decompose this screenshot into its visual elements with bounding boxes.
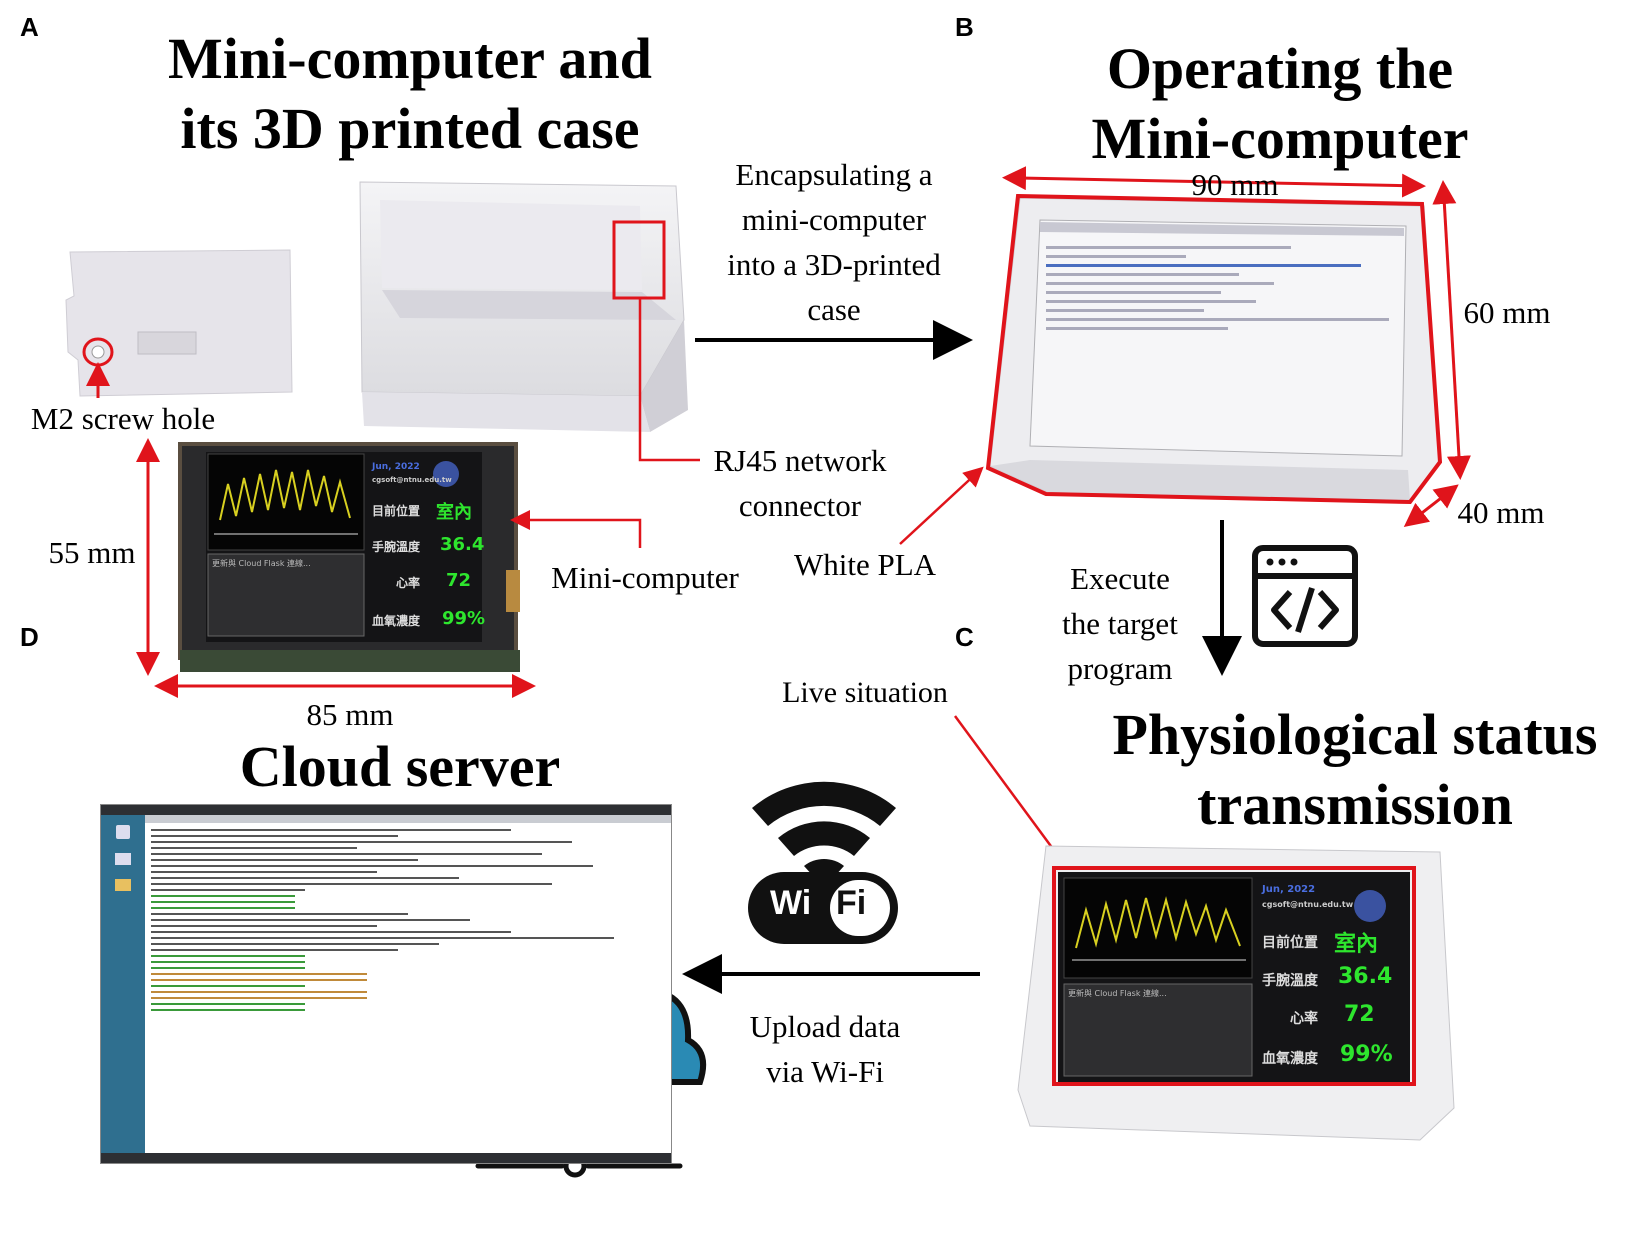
rj45-label-line1: RJ45 network xyxy=(713,443,887,478)
live-row3-value: 72 xyxy=(1344,1002,1375,1027)
board-row1-label: 目前位置 xyxy=(372,504,421,518)
board-row3-label: 心率 xyxy=(396,576,421,590)
live-date: Jun, 2022 xyxy=(1262,884,1316,895)
panel-letter-d: D xyxy=(20,622,39,652)
server-taskbar xyxy=(101,1153,671,1163)
wifi-fi-text: Fi xyxy=(836,884,867,922)
dim-40-label: 40 mm xyxy=(1457,495,1545,530)
panel-letter-a: A xyxy=(20,12,39,42)
live-waveform xyxy=(1075,896,1241,949)
panel-b-title-line2: Mini-computer xyxy=(1091,106,1469,171)
server-top-bar xyxy=(101,805,671,815)
rj45-label: RJ45 network connector xyxy=(690,438,910,528)
live-row4-value: 99% xyxy=(1340,1042,1393,1067)
execute-label: Execute the target program xyxy=(1040,556,1200,691)
live-situation-label: Live situation xyxy=(782,676,948,709)
wifi-icon xyxy=(748,781,898,944)
server-desktop-screenshot xyxy=(100,804,672,1164)
upload-line2: via Wi-Fi xyxy=(766,1054,884,1089)
device-live-photo xyxy=(1017,845,1455,1141)
dim-40-arrow xyxy=(1403,484,1459,528)
panel-b-title: Operating the Mini-computer xyxy=(1000,34,1560,174)
live-row1-label: 目前位置 xyxy=(1262,935,1318,951)
board-row4-value: 99% xyxy=(442,608,486,629)
board-message: 更新與 Cloud Flask 連線... xyxy=(212,559,311,568)
rj45-label-line2: connector xyxy=(738,488,862,523)
panel-d-title: Cloud server xyxy=(239,734,561,799)
board-row3-value: 72 xyxy=(446,570,472,591)
live-row1-value: 室內 xyxy=(1334,932,1379,957)
upload-label: Upload data via Wi-Fi xyxy=(722,1004,928,1094)
mini-computer-photo xyxy=(178,442,520,672)
dim-85-label: 85 mm xyxy=(306,697,394,732)
encapsulate-line1: Encapsulating a xyxy=(735,157,933,192)
panel-a-title-line1: Mini-computer and xyxy=(168,26,652,91)
m2-screw-hole-label: M2 screw hole xyxy=(30,401,216,436)
live-row2-label: 手腕溫度 xyxy=(1262,973,1318,989)
white-pla-label: White PLA xyxy=(793,547,937,582)
white-pla-arrow xyxy=(899,466,984,545)
dim-60-label: 60 mm xyxy=(1463,295,1551,330)
board-row1-value: 室內 xyxy=(436,502,472,523)
board-row4-label: 血氧濃度 xyxy=(372,614,421,628)
panel-c-title-line2: transmission xyxy=(1197,772,1513,837)
execute-line1: Execute xyxy=(1070,561,1170,596)
live-screen-marker xyxy=(1052,866,1416,1086)
mini-computer-leader xyxy=(510,510,642,548)
encapsulate-line3: into a 3D-printed xyxy=(727,247,941,282)
wifi-wi-text: Wi xyxy=(770,884,812,922)
rj45-leader xyxy=(638,298,700,462)
live-row3-label: 心率 xyxy=(1290,1011,1318,1027)
encapsulate-line2: mini-computer xyxy=(741,202,927,237)
board-row2-value: 36.4 xyxy=(440,534,485,555)
dim-90-label: 90 mm xyxy=(1191,167,1279,202)
dim-60-arrow xyxy=(1432,180,1471,480)
panel-a-title: Mini-computer and its 3D printed case xyxy=(130,24,690,164)
encapsulate-line4: case xyxy=(807,292,861,327)
server-desktop-sidebar xyxy=(101,815,145,1163)
board-date: Jun, 2022 xyxy=(372,462,420,472)
board-waveform xyxy=(219,469,351,521)
execute-line3: program xyxy=(1067,651,1173,686)
assembled-device-photo xyxy=(989,197,1441,501)
home-folder-icon xyxy=(115,879,131,891)
terminal-window xyxy=(145,823,671,1153)
upload-line1: Upload data xyxy=(749,1009,901,1044)
encapsulate-label: Encapsulating a mini-computer into a 3D-… xyxy=(700,152,968,332)
device-terminal-screen xyxy=(1046,240,1396,440)
panel-a-title-line2: its 3D printed case xyxy=(180,96,640,161)
file-system-icon xyxy=(115,853,131,865)
live-email: cgsoft@ntnu.edu.tw xyxy=(1262,900,1354,909)
live-row2-value: 36.4 xyxy=(1338,964,1393,989)
board-row2-label: 手腕溫度 xyxy=(372,540,421,554)
panel-letter-b: B xyxy=(955,12,974,42)
trash-icon xyxy=(116,825,130,839)
live-message: 更新與 Cloud Flask 連線... xyxy=(1068,989,1167,998)
board-email: cgsoft@ntnu.edu.tw xyxy=(372,476,452,484)
execute-line2: the target xyxy=(1062,606,1178,641)
panel-c-title: Physiological status transmission xyxy=(1075,700,1635,840)
case-lid-photo xyxy=(65,249,293,397)
dim-90-arrow xyxy=(1002,166,1426,198)
terminal-title-bar xyxy=(145,815,671,823)
code-window-icon xyxy=(1252,545,1358,647)
panel-c-title-line1: Physiological status xyxy=(1112,702,1598,767)
panel-letter-c: C xyxy=(955,622,974,652)
dim-55-label: 55 mm xyxy=(48,535,136,570)
panel-b-title-line1: Operating the xyxy=(1106,36,1454,101)
open-case-photo xyxy=(359,181,688,432)
live-row4-label: 血氧濃度 xyxy=(1262,1051,1318,1067)
mini-computer-label: Mini-computer xyxy=(551,560,739,595)
